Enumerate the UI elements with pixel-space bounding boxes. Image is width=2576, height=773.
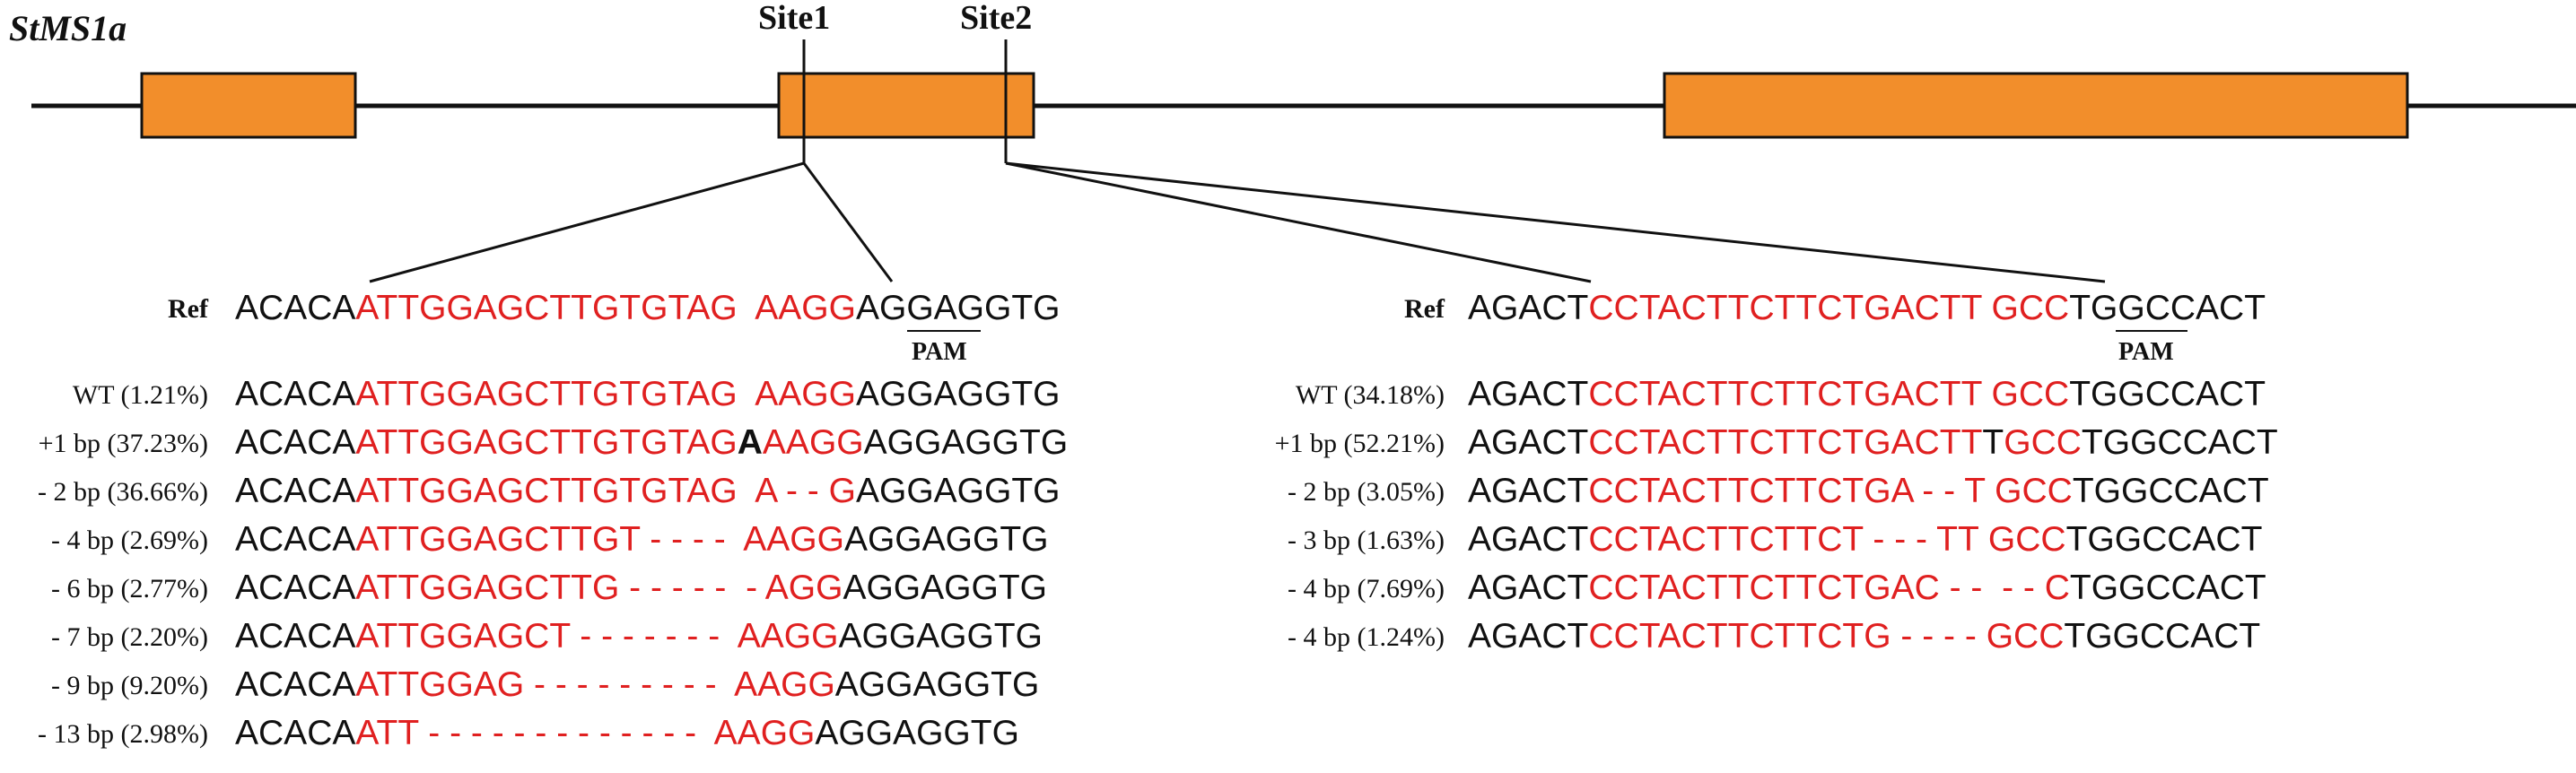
site1-row-label: - 9 bp (9.20%)	[51, 671, 208, 700]
site1-sequence-6: ACACAATTGGAGCT - - - - - - - AAGGAGGAGGT…	[235, 617, 1043, 656]
site2-zoom-right	[1005, 161, 2106, 283]
site1-sequence-4: ACACAATTGGAGCTTGT - - - - AAGGAGGAGGTG	[235, 520, 1049, 559]
pam-underline-site2	[2116, 330, 2187, 332]
site2-sequence-3: AGACTCCTACTTCTTCTGA - - T GCCTGGCCACT	[1468, 472, 2269, 510]
site1-row-label: +1 bp (37.23%)	[38, 429, 208, 458]
site1-row-label: - 4 bp (2.69%)	[51, 525, 208, 555]
site1-zoom-left	[369, 161, 805, 283]
site2-ref-sequence: AGACTCCTACTTCTTCTGACTT GCCTGGCCACT	[1468, 289, 2266, 327]
site2-ref-label: Ref	[1404, 294, 1445, 324]
site2-label: Site2	[960, 0, 1033, 37]
site1-row-label: - 6 bp (2.77%)	[51, 574, 208, 604]
site2-sequence-4: AGACTCCTACTTCTTCT - - - TT GCCTGGCCACT	[1468, 520, 2263, 559]
site1-sequence-7: ACACAATTGGAG - - - - - - - - - AAGGAGGAG…	[235, 665, 1040, 704]
site2-zoom-left	[1005, 161, 1592, 283]
site2-sequence-2: AGACTCCTACTTCTTCTGACTTTGCCTGGCCACT	[1468, 423, 2278, 462]
pam-underline-site1	[907, 330, 981, 332]
site2-row-label: - 3 bp (1.63%)	[1288, 525, 1445, 555]
site1-row-label: WT (1.21%)	[72, 380, 208, 410]
site1-sequence-3: ACACAATTGGAGCTTGTGTAG A - - GAGGAGGTG	[235, 472, 1061, 510]
site2-sequence-1: AGACTCCTACTTCTTCTGACTT GCCTGGCCACT	[1468, 375, 2266, 413]
site2-sequence-6: AGACTCCTACTTCTTCTG - - - - GCCTGGCCACT	[1468, 617, 2261, 656]
pam-label-site2: PAM	[2118, 338, 2174, 366]
exon-3	[1663, 72, 2409, 139]
site2-row-label: - 4 bp (7.69%)	[1288, 574, 1445, 604]
site1-label: Site1	[758, 0, 831, 37]
site1-ref-label: Ref	[168, 294, 208, 324]
site1-row-label: - 7 bp (2.20%)	[51, 622, 208, 652]
site1-sequence-1: ACACAATTGGAGCTTGTGTAG AAGGAGGAGGTG	[235, 375, 1061, 413]
site1-sequence-5: ACACAATTGGAGCTTG - - - - - - AGGAGGAGGTG	[235, 569, 1047, 607]
exon-2	[777, 72, 1035, 139]
site1-row-label: - 2 bp (36.66%)	[38, 477, 208, 507]
site2-sequence-5: AGACTCCTACTTCTTCTGAC - - - - CTGGCCACT	[1468, 569, 2266, 607]
site2-row-label: - 4 bp (1.24%)	[1288, 622, 1445, 652]
pam-label-site1: PAM	[912, 338, 967, 366]
site2-row-label: WT (34.18%)	[1295, 380, 1445, 410]
site1-zoom-right	[802, 162, 894, 282]
site2-row-label: +1 bp (52.21%)	[1274, 429, 1445, 458]
site1-row-label: - 13 bp (2.98%)	[38, 719, 208, 749]
site1-sequence-8: ACACAATT - - - - - - - - - - - - - AAGGA…	[235, 714, 1019, 752]
exon-1	[140, 72, 357, 139]
site2-row-label: - 2 bp (3.05%)	[1288, 477, 1445, 507]
gene-name: StMS1a	[9, 8, 127, 48]
site1-ref-sequence: ACACAATTGGAGCTTGTGTAG AAGGAGGAGGTG	[235, 289, 1061, 327]
site1-sequence-2: ACACAATTGGAGCTTGTGTAGAAAGGAGGAGGTG	[235, 423, 1069, 462]
